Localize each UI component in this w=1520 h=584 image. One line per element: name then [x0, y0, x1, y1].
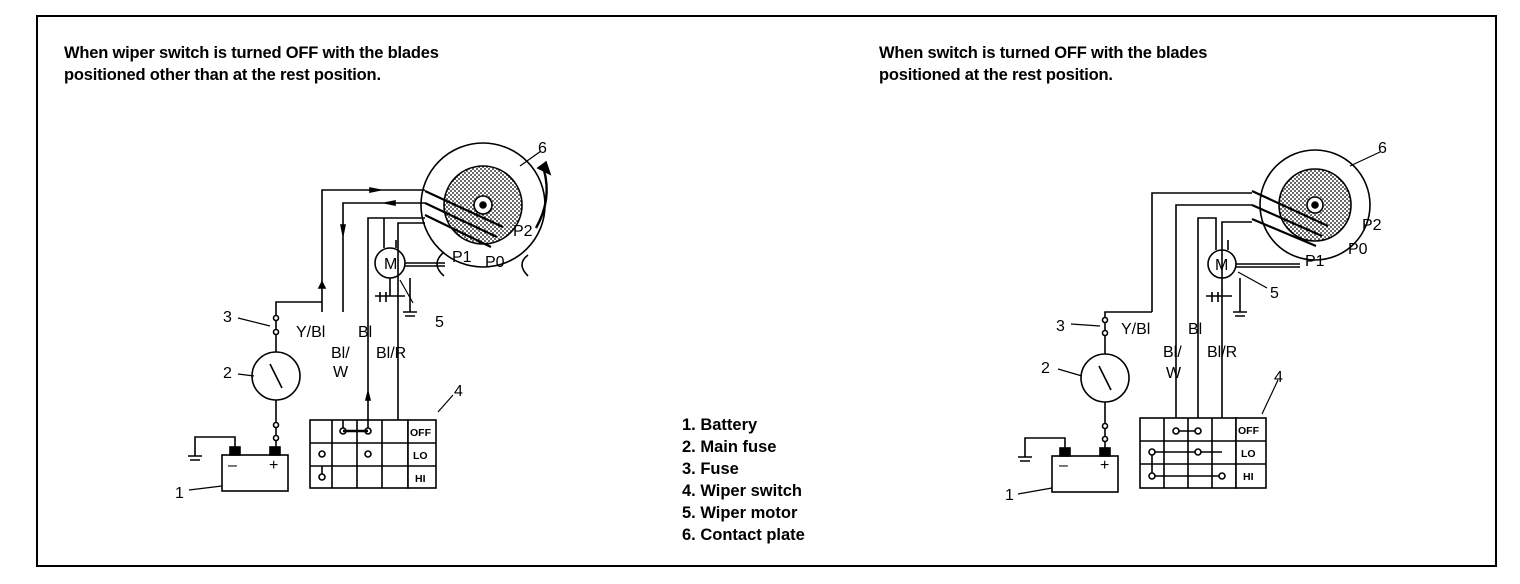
- switch-hi: HI: [415, 473, 426, 485]
- battery-plus: +: [1100, 457, 1109, 474]
- contact-plate: [420, 142, 552, 268]
- callout-2: 2: [1041, 360, 1050, 377]
- callout-1: 1: [1005, 487, 1014, 504]
- callout-4: 4: [454, 383, 463, 400]
- diagram-right: [1018, 149, 1371, 493]
- figure-frame: [36, 15, 1497, 567]
- switch-lo: LO: [1241, 448, 1256, 460]
- contact-plate: [1251, 149, 1371, 261]
- wire-bl-w-line1: Bl/: [1163, 344, 1182, 361]
- caption-off-at-rest: When switch is turned OFF with the blade…: [879, 44, 1208, 84]
- callout-leaders: [188, 150, 1381, 495]
- callout-6: 6: [538, 140, 547, 157]
- wire-y-bl: Y/Bl: [296, 324, 325, 341]
- battery-minus: –: [228, 457, 237, 474]
- callout-3: 3: [1056, 318, 1065, 335]
- legend-item-contact-plate: 6. Contact plate: [682, 526, 805, 544]
- labels-right: 6 4 5 3 2 1 Y/Bl Bl Bl/ W Bl/R P2 P0 P1 …: [1005, 140, 1387, 504]
- caption-off-not-rest: When wiper switch is turned OFF with the…: [64, 44, 439, 84]
- contact-p2: P2: [1362, 217, 1382, 234]
- wire-bl-r: Bl/R: [1207, 344, 1237, 361]
- callout-2: 2: [223, 365, 232, 382]
- wire-bl: Bl: [1188, 321, 1202, 338]
- callout-1: 1: [175, 485, 184, 502]
- callout-5: 5: [1270, 285, 1279, 302]
- callout-5: 5: [435, 314, 444, 331]
- legend-item-battery: 1. Battery: [682, 416, 758, 434]
- wire-bl-r: Bl/R: [376, 345, 406, 362]
- wire-bl: Bl: [358, 324, 372, 341]
- wire-bl-w-line2: W: [1166, 365, 1182, 382]
- battery-minus: –: [1059, 457, 1068, 474]
- switch-off: OFF: [410, 427, 432, 439]
- legend-item-wiper-switch: 4. Wiper switch: [682, 482, 802, 500]
- contact-p1: P1: [1305, 253, 1325, 270]
- component-legend: 1. Battery 2. Main fuse 3. Fuse 4. Wiper…: [682, 414, 805, 546]
- switch-lo: LO: [413, 450, 428, 462]
- callout-6: 6: [1378, 140, 1387, 157]
- callout-4: 4: [1274, 369, 1283, 386]
- motor-label: M: [384, 256, 397, 273]
- diagram-left: [188, 142, 552, 492]
- legend-item-wiper-motor: 5. Wiper motor: [682, 504, 798, 522]
- legend-item-fuse: 3. Fuse: [682, 460, 739, 478]
- contact-p2: P2: [513, 223, 533, 240]
- battery-plus: +: [269, 457, 278, 474]
- motor-label: M: [1215, 257, 1228, 274]
- wire-bl-w-line2: W: [333, 364, 349, 381]
- labels-left: 6 4 5 3 2 1 Y/Bl Bl Bl/ W Bl/R P2 P1 P0 …: [175, 140, 547, 502]
- contact-p1: P1: [452, 249, 472, 266]
- contact-p0: P0: [1348, 241, 1368, 258]
- switch-hi: HI: [1243, 471, 1254, 483]
- switch-off: OFF: [1238, 425, 1260, 437]
- contact-p0: P0: [485, 254, 505, 271]
- legend-item-main-fuse: 2. Main fuse: [682, 438, 777, 456]
- callout-3: 3: [223, 309, 232, 326]
- wire-y-bl: Y/Bl: [1121, 321, 1150, 338]
- wire-bl-w-line1: Bl/: [331, 345, 350, 362]
